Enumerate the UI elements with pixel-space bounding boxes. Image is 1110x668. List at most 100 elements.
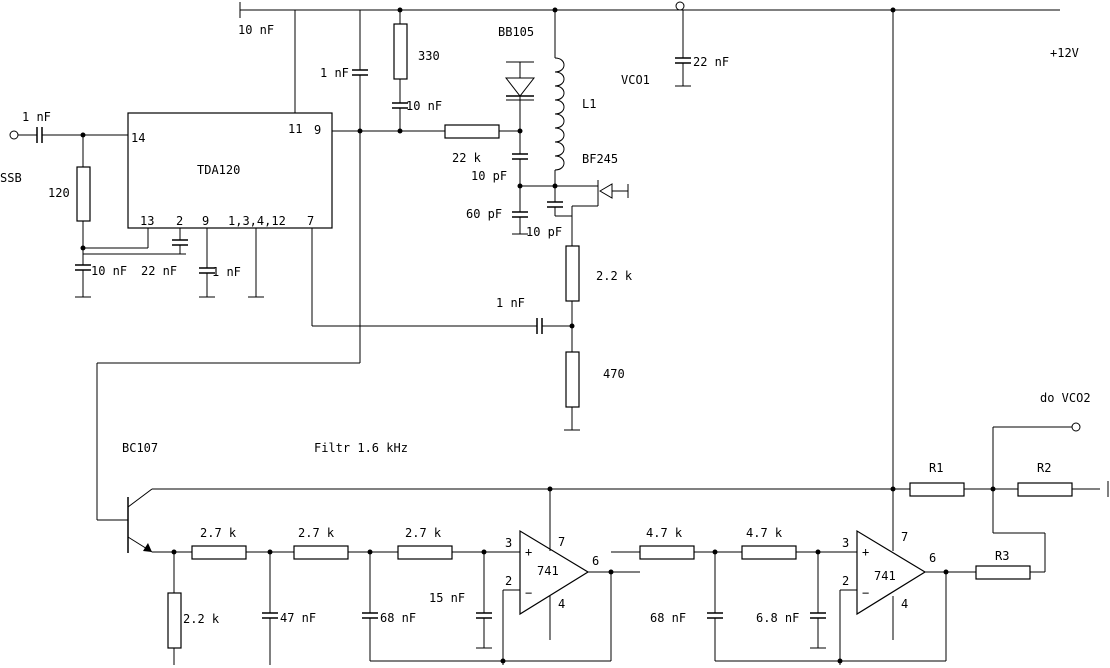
- res-2-2k-vertical: [565, 245, 580, 352]
- cap-15nf: [476, 552, 492, 649]
- opamp2-name: 741: [874, 569, 896, 583]
- res-r2: [1017, 481, 1109, 497]
- cap-1nf-in-label: 1 nF: [22, 110, 51, 124]
- fet-bf245-label: BF245: [582, 152, 618, 166]
- output-vco2: [992, 422, 1081, 533]
- res-r1-label: R1: [929, 461, 943, 475]
- res-r3: [975, 532, 1046, 580]
- output-vco2-label: do VCO2: [1040, 391, 1091, 405]
- opamp-741-1: [502, 486, 640, 665]
- res-r1: [893, 482, 1018, 497]
- cap-22nf-right-label: 22 nF: [693, 55, 729, 69]
- cap-10nf-bot: [75, 264, 91, 298]
- cap-47nf-label: 47 nF: [280, 611, 316, 625]
- diode-bb105: [504, 61, 536, 131]
- res-r2-label: R2: [1037, 461, 1051, 475]
- cap-1nf-vertical: [352, 10, 368, 363]
- ic-pin-7: 7: [307, 214, 314, 228]
- res-4-7k-b: [741, 545, 857, 560]
- res-470: [564, 351, 580, 431]
- cap-1nf-vertical-label: 1 nF: [320, 66, 349, 80]
- ic-tda120-label: TDA120: [197, 163, 240, 177]
- res-22k-horizontal: [444, 124, 523, 139]
- opamp1-pin7: 7: [558, 535, 565, 549]
- ic-pin-11: 11: [288, 122, 302, 136]
- cap-22nf-bot-label: 22 nF: [141, 264, 177, 278]
- ic-pin-1-3-4-12: 1,3,4,12: [228, 214, 286, 228]
- cap-10nf-top-label: 10 nF: [238, 23, 274, 37]
- res-r3-label: R3: [995, 549, 1009, 563]
- cap-68nf-a: [362, 552, 611, 664]
- res-120-label: 120: [48, 186, 70, 200]
- res-4-7k-b-label: 4.7 k: [746, 526, 783, 540]
- cap-6-8nf: [810, 552, 826, 649]
- opamp1-pin6: 6: [592, 554, 599, 568]
- res-22k-horizontal-label: 22 k: [452, 151, 482, 165]
- coil-l1: [552, 10, 565, 196]
- res-330-label: 330: [418, 49, 440, 63]
- fet-bf245: [572, 180, 629, 207]
- cap-10pf-a-label: 10 pF: [471, 169, 507, 183]
- res-2-7k-c: [397, 545, 520, 560]
- input-ssb-label: SSB: [0, 171, 22, 185]
- cap-1nf-bot: [199, 267, 215, 298]
- opamp1-pin2: 2: [505, 574, 512, 588]
- res-470-label: 470: [603, 367, 625, 381]
- cap-6-8nf-label: 6.8 nF: [756, 611, 799, 625]
- cap-60pf: [512, 186, 528, 235]
- cap-1nf-coupling-label: 1 nF: [496, 296, 525, 310]
- cap-10pf-a: [512, 131, 528, 189]
- opamp2-plus: +: [862, 545, 869, 559]
- ic-pin-13: 13: [140, 214, 154, 228]
- opamp1-plus: +: [525, 545, 532, 559]
- transistor-bc107-label: BC107: [122, 441, 158, 455]
- cap-10nf-bot-label: 10 nF: [91, 264, 127, 278]
- cap-1nf-bot-label: 1 nF: [212, 265, 241, 279]
- link-to-bc107: [96, 362, 360, 521]
- cap-68nf-a-label: 68 nF: [380, 611, 416, 625]
- res-2-7k-a: [191, 545, 294, 560]
- cap-15nf-label: 15 nF: [429, 591, 465, 605]
- cap-10pf-b-label: 10 pF: [526, 225, 562, 239]
- opamp2-pin7: 7: [901, 530, 908, 544]
- res-2-7k-c-label: 2.7 k: [405, 526, 442, 540]
- opamp-741-2: [839, 10, 976, 665]
- opamp2-pin6: 6: [929, 551, 936, 565]
- opamp2-pin4: 4: [901, 597, 908, 611]
- cap-10nf-mid-label: 10 nF: [406, 99, 442, 113]
- transistor-bc107: [127, 488, 893, 553]
- supply-label: +12V: [1050, 46, 1079, 60]
- ic-pin-9-bot: 9: [202, 214, 209, 228]
- vco1-label: VCO1: [621, 73, 650, 87]
- cap-10pf-b: [547, 196, 573, 246]
- input-ssb: [9, 127, 128, 143]
- opamp1-pin3: 3: [505, 536, 512, 550]
- res-2-7k-b: [293, 545, 398, 560]
- res-330: [393, 10, 408, 103]
- cap-47nf: [262, 552, 278, 665]
- res-4-7k-a: [611, 545, 742, 560]
- opamp2-pin3: 3: [842, 536, 849, 550]
- ic-tda120: [127, 112, 333, 229]
- ic-pin-14: 14: [131, 131, 145, 145]
- cap-10nf-mid: [392, 102, 408, 134]
- res-2-2k-emitter-label: 2.2 k: [183, 612, 220, 626]
- opamp1-minus: −: [525, 586, 532, 600]
- opamp1-pin4: 4: [558, 597, 565, 611]
- cap-22nf-right: [675, 10, 691, 87]
- res-2-2k-emitter: [167, 552, 182, 665]
- cap-68nf-b: [707, 552, 946, 664]
- res-120: [76, 135, 91, 265]
- res-4-7k-a-label: 4.7 k: [646, 526, 683, 540]
- res-2-7k-b-label: 2.7 k: [298, 526, 335, 540]
- cap-60pf-label: 60 pF: [466, 207, 502, 221]
- res-2-7k-a-label: 2.7 k: [200, 526, 237, 540]
- opamp2-minus: −: [862, 586, 869, 600]
- supply-rail: [239, 1, 1060, 18]
- filter-title: Filtr 1.6 kHz: [314, 441, 408, 455]
- res-2-2k-vertical-label: 2.2 k: [596, 269, 633, 283]
- diode-bb105-label: BB105: [498, 25, 534, 39]
- cap-68nf-b-label: 68 nF: [650, 611, 686, 625]
- opamp2-pin2: 2: [842, 574, 849, 588]
